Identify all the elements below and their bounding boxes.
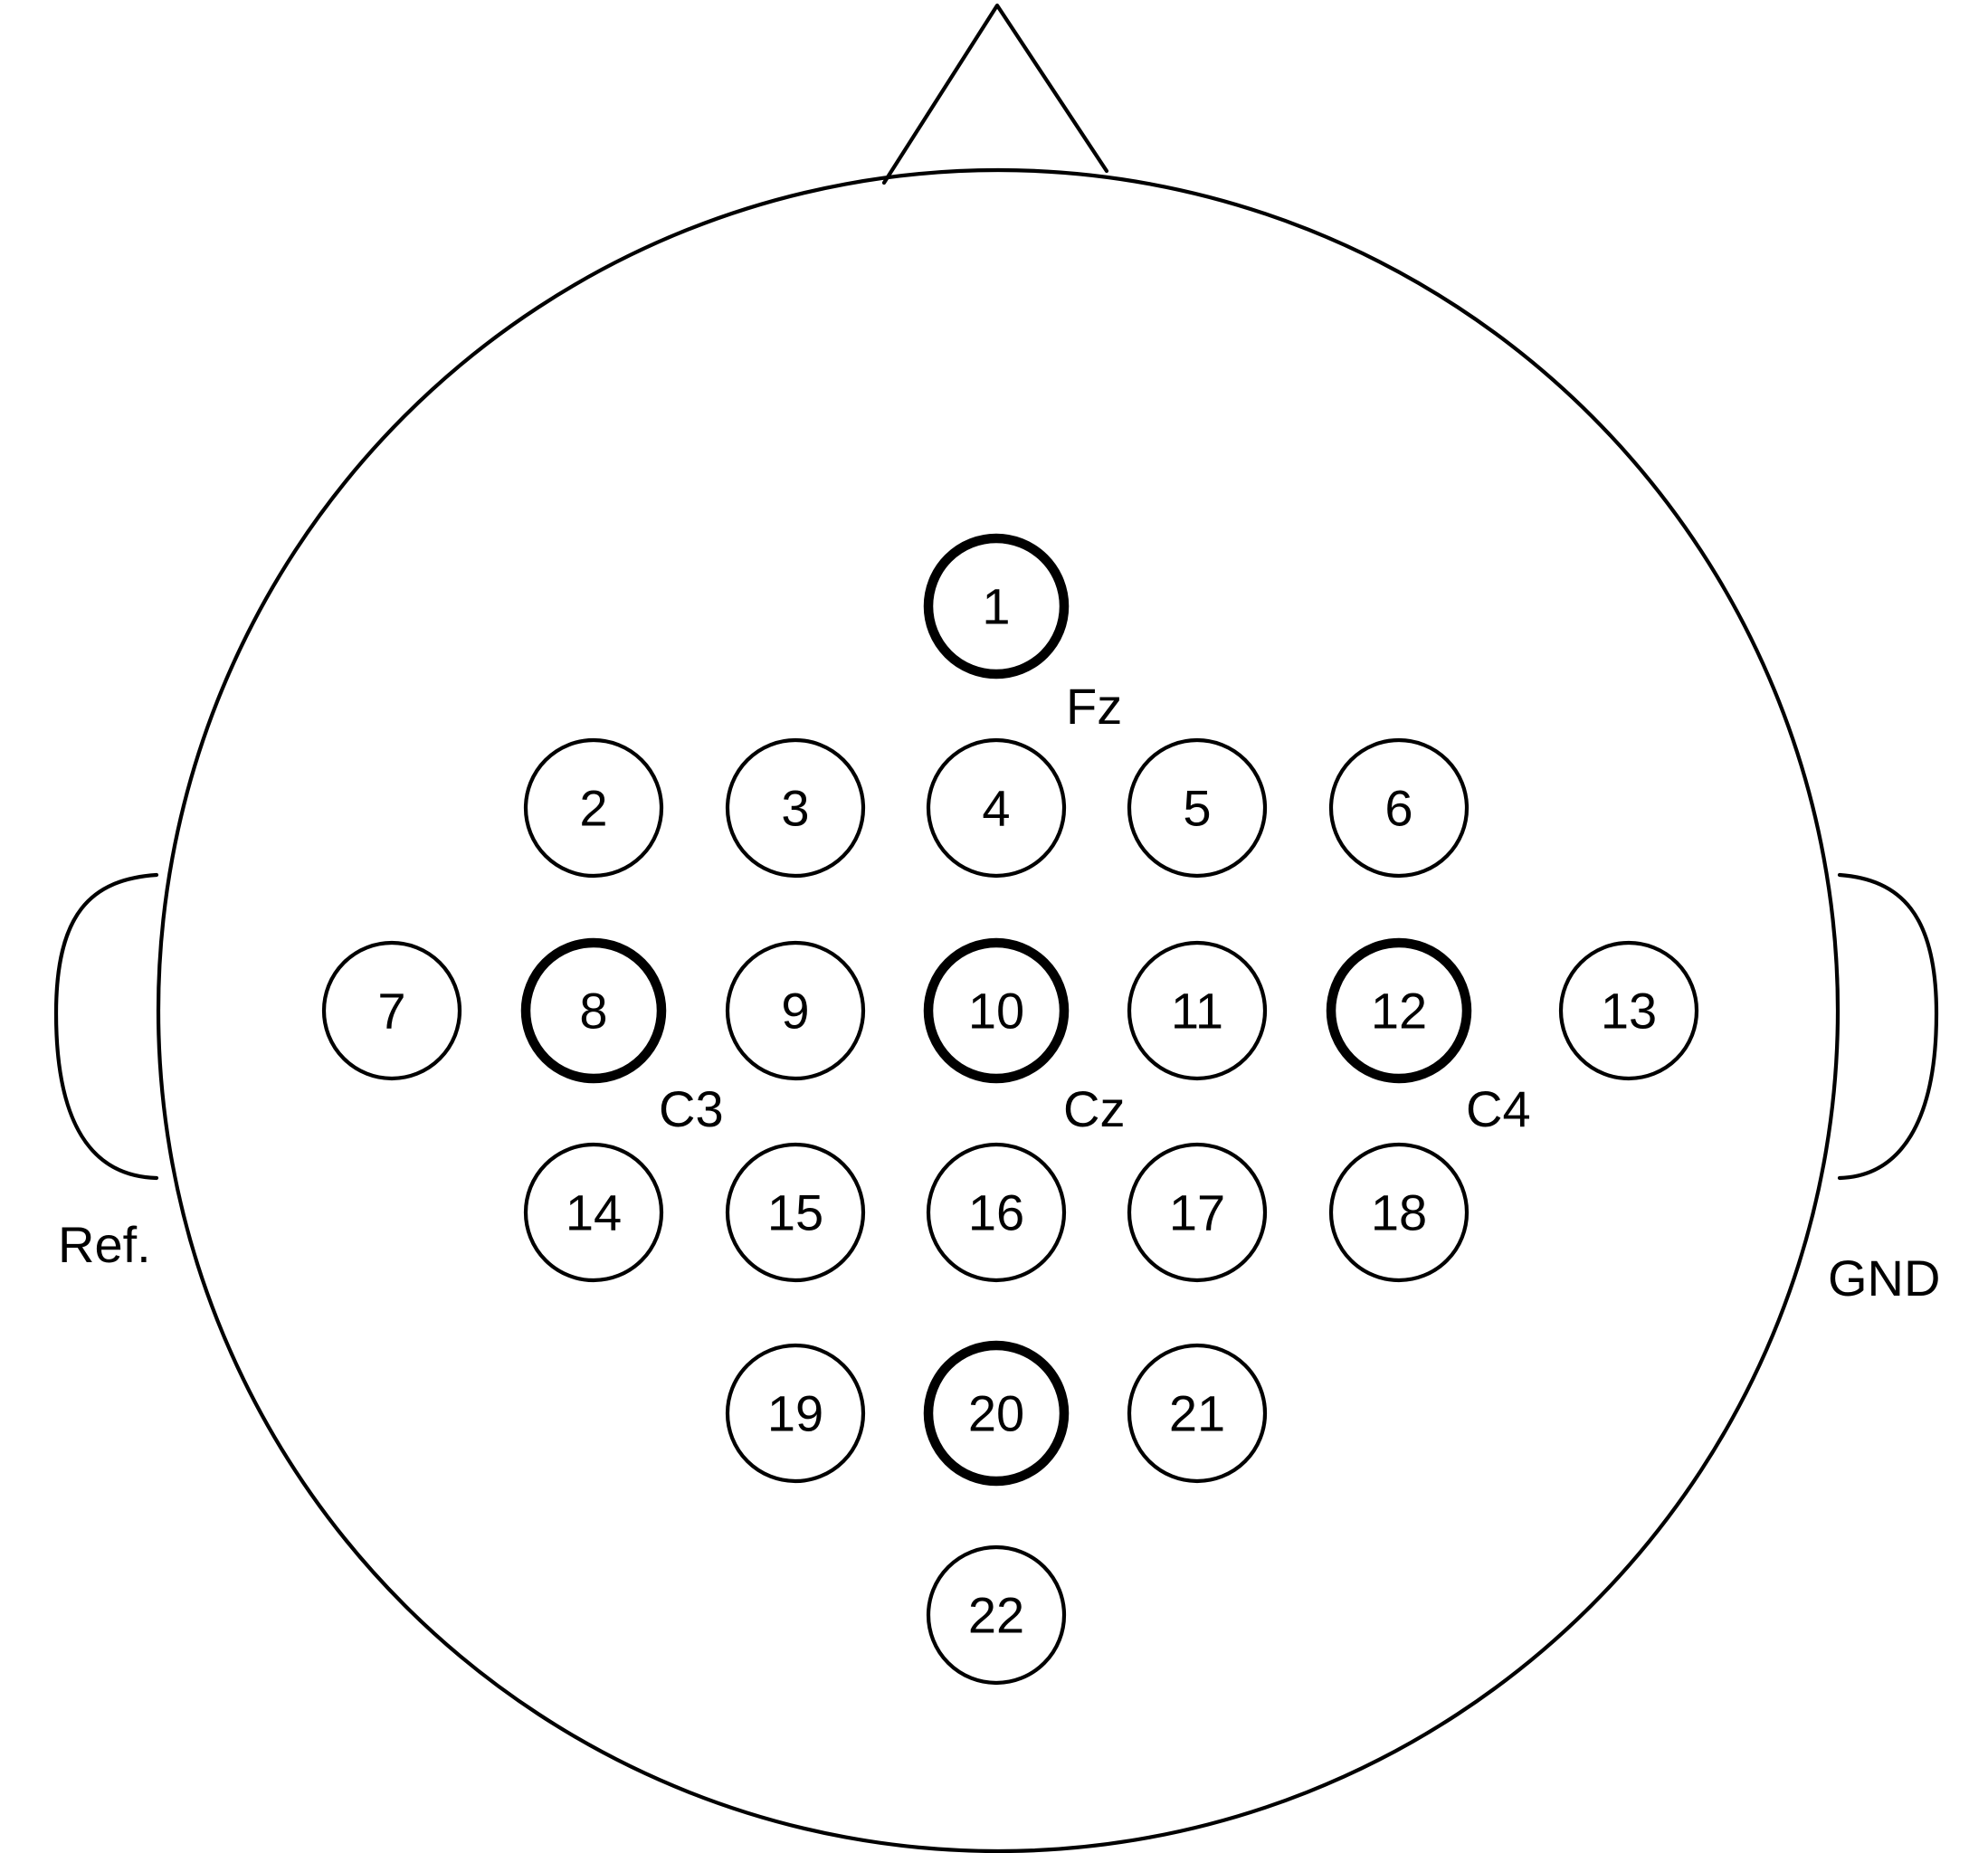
electrode-number: 19: [767, 1385, 823, 1442]
electrode-16: 16: [926, 1142, 1067, 1283]
electrode-21: 21: [1127, 1343, 1268, 1484]
right-ear-outline: [1837, 872, 1939, 1181]
electrode-number: 21: [1169, 1385, 1225, 1442]
electrode-number: 14: [566, 1184, 622, 1241]
electrode-circle: [926, 737, 1067, 879]
electrode-circle: [1328, 737, 1470, 879]
electrode-1: 1: [923, 533, 1070, 679]
electrode-circle: [321, 940, 462, 1081]
electrode-12: 12: [1326, 937, 1472, 1084]
electrode-14: 14: [523, 1142, 664, 1283]
electrode-circle: [1127, 1343, 1268, 1484]
nose-outline: [881, 3, 1109, 185]
label-ref: Ref.: [58, 1216, 151, 1273]
electrode-number: 18: [1371, 1184, 1427, 1241]
electrode-circle: [1558, 940, 1699, 1081]
electrode-number: 2: [579, 780, 607, 837]
electrode-circle: [520, 937, 667, 1084]
electrode-3: 3: [725, 737, 866, 879]
electrode-17: 17: [1127, 1142, 1268, 1283]
electrode-number: 12: [1371, 983, 1427, 1040]
electrode-circle: [523, 1142, 664, 1283]
electrode-circle: [1127, 737, 1268, 879]
electrode-number: 13: [1601, 983, 1657, 1040]
label-c4: C4: [1466, 1080, 1531, 1137]
electrode-number: 1: [982, 578, 1010, 635]
left-ear-outline: [53, 872, 159, 1181]
electrode-18: 18: [1328, 1142, 1470, 1283]
electrode-circle: [1328, 1142, 1470, 1283]
electrode-5: 5: [1127, 737, 1268, 879]
electrode-circle: [923, 533, 1070, 679]
label-c3: C3: [659, 1080, 724, 1137]
electrode-number: 8: [579, 983, 607, 1040]
electrode-2: 2: [523, 737, 664, 879]
label-gnd: GND: [1828, 1250, 1940, 1307]
electrode-19: 19: [725, 1343, 866, 1484]
electrode-7: 7: [321, 940, 462, 1081]
electrode-number: 3: [781, 780, 809, 837]
electrode-number: 20: [968, 1385, 1024, 1442]
label-fz: Fz: [1066, 678, 1122, 735]
electrode-circle: [725, 737, 866, 879]
electrode-circle: [923, 1340, 1070, 1487]
electrode-number: 4: [982, 780, 1010, 837]
electrode-circle: [523, 737, 664, 879]
electrode-number: 16: [968, 1184, 1024, 1241]
electrode-11: 11: [1127, 940, 1268, 1081]
electrode-number: 7: [377, 983, 405, 1040]
electrode-10: 10: [923, 937, 1070, 1084]
electrode-number: 5: [1183, 780, 1211, 837]
head-outline: [157, 168, 1840, 1853]
electrode-13: 13: [1558, 940, 1699, 1081]
electrode-20: 20: [923, 1340, 1070, 1487]
electrode-circle: [926, 1142, 1067, 1283]
electrode-circle: [926, 1544, 1067, 1686]
electrode-number: 15: [767, 1184, 823, 1241]
electrode-4: 4: [926, 737, 1067, 879]
electrode-circle: [1127, 940, 1268, 1081]
electrode-circle: [1326, 937, 1472, 1084]
electrode-circle: [725, 940, 866, 1081]
electrode-circle: [923, 937, 1070, 1084]
electrode-number: 9: [781, 983, 809, 1040]
electrode-15: 15: [725, 1142, 866, 1283]
electrode-6: 6: [1328, 737, 1470, 879]
electrode-number: 10: [968, 983, 1024, 1040]
electrode-number: 11: [1171, 983, 1223, 1040]
label-cz: Cz: [1063, 1080, 1125, 1137]
electrode-8: 8: [520, 937, 667, 1084]
electrode-number: 22: [968, 1587, 1024, 1644]
electrode-number: 6: [1384, 780, 1413, 837]
electrode-22: 22: [926, 1544, 1067, 1686]
electrode-circle: [1127, 1142, 1268, 1283]
electrode-circle: [725, 1343, 866, 1484]
electrode-number: 17: [1169, 1184, 1225, 1241]
electrode-circle: [725, 1142, 866, 1283]
electrode-9: 9: [725, 940, 866, 1081]
